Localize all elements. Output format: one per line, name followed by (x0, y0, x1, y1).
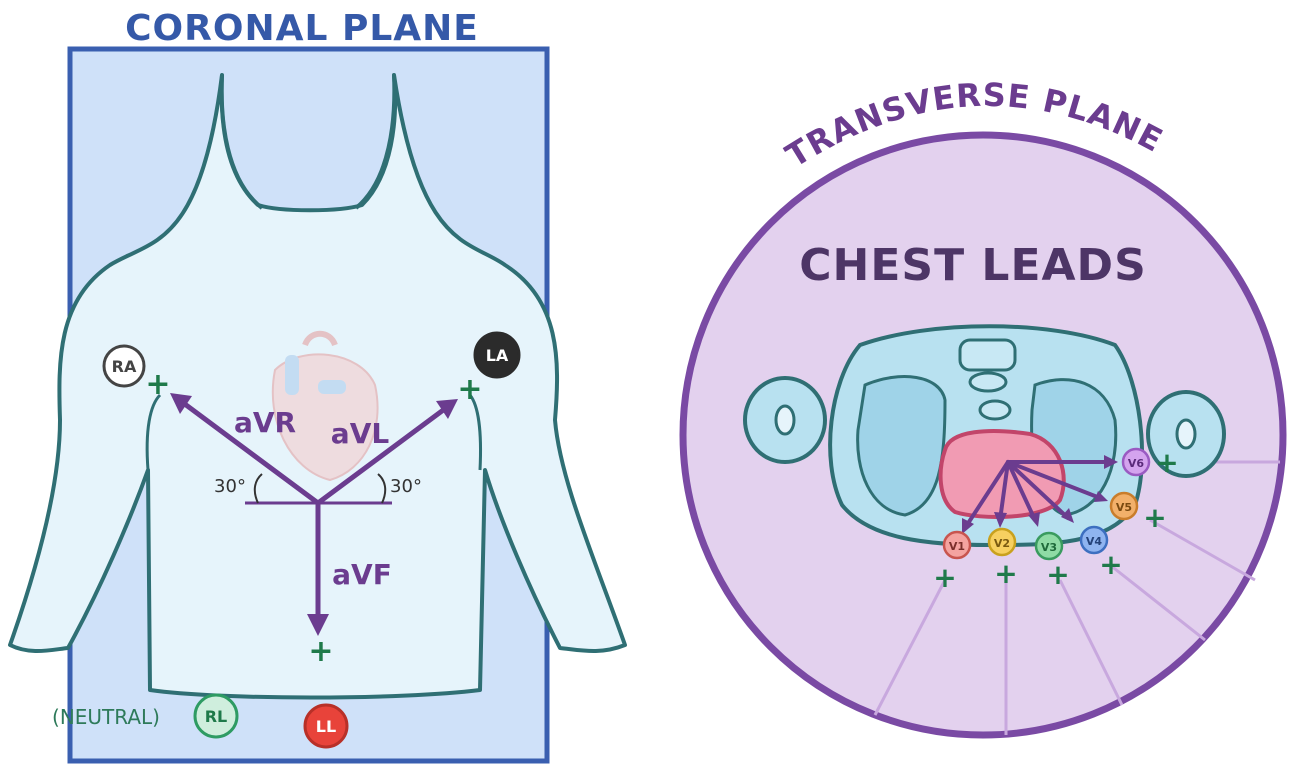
ra-plus: + (145, 367, 170, 402)
v2-plus: + (994, 557, 1017, 590)
avr-arrow (175, 396, 321, 506)
angle-arc-right (377, 473, 387, 504)
angle-arc-left (253, 473, 263, 504)
chest-lead-arrows (963, 460, 1112, 530)
v1-arrowhead (962, 518, 974, 534)
v1-electrode: V1 (942, 530, 972, 560)
v5-electrode: V5 (1109, 491, 1139, 521)
avl-label: aVL (331, 417, 390, 450)
v3-electrode: V3 (1034, 531, 1064, 561)
v2-arrowhead (994, 512, 1007, 528)
v3-plus: + (1046, 558, 1069, 591)
v4-plus: + (1099, 548, 1122, 581)
neck-left-outline (219, 74, 264, 210)
svg-text:LA: LA (486, 346, 509, 365)
svg-text:V4: V4 (1086, 535, 1103, 548)
ll-electrode: LL (303, 703, 349, 749)
svg-text:RL: RL (205, 707, 228, 726)
avl-arrow (315, 402, 453, 506)
right-arm-cross-section (743, 376, 827, 464)
right-arm-inner-line (145, 393, 162, 471)
left-arm-inner-line (468, 394, 482, 471)
svg-text:RA: RA (112, 357, 137, 376)
svg-text:V5: V5 (1116, 501, 1132, 514)
chest-leads-title: CHEST LEADS (799, 240, 1147, 291)
angle-label-right: 30° (390, 476, 422, 497)
v4-arrowhead (1061, 508, 1074, 523)
svg-text:LL: LL (316, 717, 336, 736)
svg-text:V1: V1 (949, 540, 965, 553)
v1-plus: + (933, 561, 956, 594)
v5-arrowhead (1094, 491, 1108, 502)
avr-label: aVR (234, 406, 296, 439)
left-arm-cross-section (1146, 390, 1226, 478)
svg-text:V3: V3 (1041, 541, 1057, 554)
v3-arrowhead (1028, 512, 1040, 527)
angle-label-left: 30° (214, 476, 246, 497)
svg-text:V2: V2 (994, 537, 1010, 550)
svg-text:V6: V6 (1128, 457, 1145, 470)
neutral-label: (NEUTRAL) (52, 705, 160, 729)
la-plus: + (457, 372, 482, 407)
avl-arrowhead (436, 399, 458, 419)
v4-electrode: V4 (1079, 525, 1109, 555)
heart-icon (271, 330, 379, 482)
avf-label: aVF (332, 558, 392, 591)
avf-plus: + (308, 634, 333, 669)
v6-electrode: V6 (1121, 447, 1151, 477)
v6-arrowhead (1104, 455, 1118, 469)
avr-arrowhead (170, 393, 192, 414)
rl-electrode: RL (193, 693, 239, 739)
neck-right-outline (354, 74, 397, 210)
v5-plus: + (1143, 501, 1166, 534)
ra-electrode: RA (102, 344, 146, 388)
avf-arrowhead (307, 614, 329, 636)
v6-plus: + (1155, 446, 1178, 479)
v2-electrode: V2 (987, 527, 1017, 557)
coronal-plane-title: CORONAL PLANE (125, 8, 479, 49)
la-electrode: LA (473, 331, 521, 379)
